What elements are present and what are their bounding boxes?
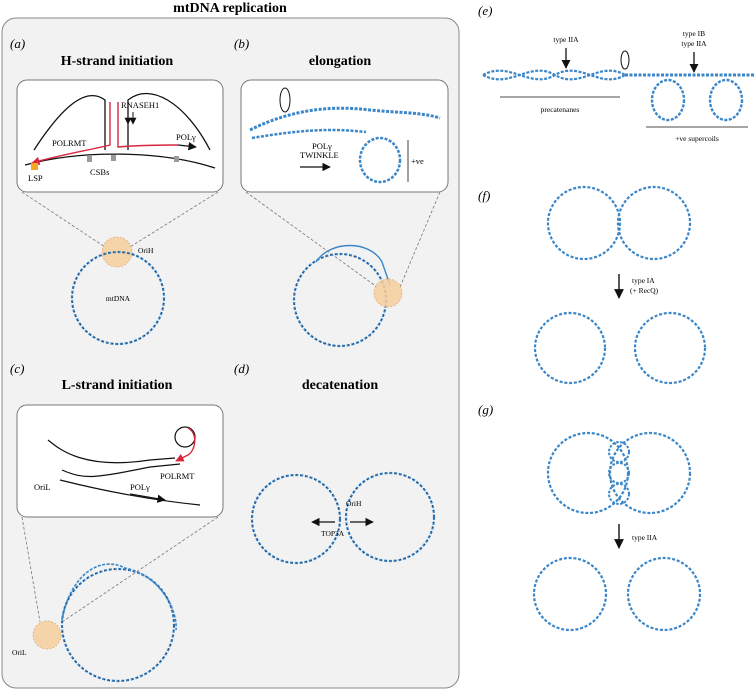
panel-c-oril-inset-label: OriL (34, 482, 51, 492)
panel-b-polg-label: POLγ (312, 141, 332, 151)
panel-e-type-iia-2-label: type IIA (681, 39, 707, 48)
panel-a-mtdna-label: mtDNA (106, 294, 131, 303)
panel-d-orih-label: OriH (346, 499, 362, 508)
panel-e-precatenane-strand-2 (482, 69, 626, 81)
panel-g-product-right (626, 556, 702, 632)
panel-e-supercoils-label: +ve supercoils (675, 134, 719, 143)
panel-d-title: decatenation (302, 378, 378, 393)
panel-a-mtdna-circle (70, 250, 166, 346)
panel-b-supercoil-loop (358, 136, 402, 184)
panel-e-label: (e) (478, 3, 492, 18)
panel-b-dna-bottom (251, 128, 367, 140)
panel-c-zoom-line-left (21, 516, 41, 623)
panel-a-csb-3 (174, 156, 179, 162)
panel-a-lsp-marker (31, 163, 38, 170)
panel-b-zoom-line-left (245, 191, 378, 288)
panel-e-supercoil-loop-1 (650, 78, 686, 122)
panel-c-stem-outer (47, 439, 176, 464)
panel-b-displaced-strand (315, 244, 391, 286)
panel-f-catenane-left (546, 185, 622, 261)
panel-g-catenane-right (608, 431, 692, 515)
panel-g-catenane-left (546, 431, 630, 515)
panel-a-polg-label: POLγ (176, 132, 196, 142)
panel-f-product-left (533, 311, 607, 385)
panel-e-type-iia-label: type IIA (553, 35, 579, 44)
panel-g-product-left (532, 556, 608, 632)
panel-d-right-circle (344, 471, 436, 563)
panel-b-dna-top (249, 106, 441, 132)
panel-a-inset (16, 79, 224, 193)
panel-c-rna-primer (175, 427, 196, 462)
panel-c-polg-arrow (129, 493, 166, 503)
panel-a-rna-primer-2 (117, 102, 179, 148)
panel-a-zoom-line-right (129, 191, 219, 248)
panel-d-left-circle (250, 473, 342, 565)
panel-c-oril-highlight (32, 620, 62, 650)
panel-g-intertwined-loops (608, 441, 630, 505)
panel-a-orih-label: OriH (138, 246, 154, 255)
panel-b-ve-label: +ve (411, 156, 424, 166)
panel-a-top-strand (33, 92, 211, 151)
panel-a-csb-2 (111, 155, 116, 161)
panel-f-type-ia-label: type IA (632, 276, 655, 285)
panel-a-polrmt-label: POLRMT (52, 138, 87, 148)
panel-b-zoom-line-right (399, 191, 441, 288)
panel-c-inset (16, 404, 224, 518)
panel-f-label: (f) (478, 188, 490, 203)
panel-a-label: (a) (10, 36, 25, 51)
panel-e-rotation-icon (620, 50, 630, 70)
panel-a-orih-highlight (101, 236, 133, 268)
panel-a-rnaseh1-label: RNASEH1 (121, 100, 159, 110)
panel-d-label: (d) (234, 361, 249, 376)
panel-c-polg-label: POLγ (130, 482, 150, 492)
panel-c-title: L-strand initiation (62, 378, 173, 393)
panel-b-twinkle-label: TWINKLE (300, 150, 339, 160)
panel-g-label: (g) (478, 402, 493, 417)
panel-e-type-ib-label: type IB (683, 29, 705, 38)
panel-a-bottom-strand (24, 153, 216, 169)
panel-c-label: (c) (10, 361, 24, 376)
panel-a-lsp-label: LSP (28, 173, 43, 183)
panel-b-fork-highlight (373, 278, 403, 308)
panel-a-title: H-strand initiation (61, 54, 174, 69)
panel-c-displaced-strand (61, 563, 177, 631)
panel-f-product-right (633, 311, 707, 385)
panel-c-zoom-line-right (61, 516, 219, 623)
panel-b-rotation-icon (279, 87, 291, 113)
panel-a-csb-1 (87, 156, 92, 162)
panel-b-label: (b) (234, 36, 249, 51)
panel-a-polg-arrow (177, 141, 197, 151)
panel-c-oril-label: OriL (12, 648, 27, 657)
panel-b-title: elongation (309, 54, 371, 69)
panel-f-catenane-right (616, 185, 692, 261)
panel-f-recq-label: (+ RecQ) (630, 286, 659, 295)
panel-c-lower-strand (59, 479, 201, 506)
panel-c-mtdna-circle (60, 567, 176, 683)
panel-e-supercoil-loop-2 (708, 78, 744, 122)
panel-a-csbs-label: CSBs (90, 167, 109, 177)
panel-g-type-iia-label: type IIA (632, 533, 658, 542)
panel-e-precatenanes-label: precatenanes (541, 105, 580, 114)
panel-c-polrmt-label: POLRMT (160, 471, 195, 481)
panel-a-zoom-line-left (21, 191, 106, 248)
main-title: mtDNA replication (173, 1, 287, 16)
panel-a-rna-primer (31, 102, 111, 165)
panel-c-stem-inner (61, 463, 181, 478)
panel-d-top3a-label: TOP3A (321, 529, 345, 538)
panel-b-inset (240, 79, 449, 193)
